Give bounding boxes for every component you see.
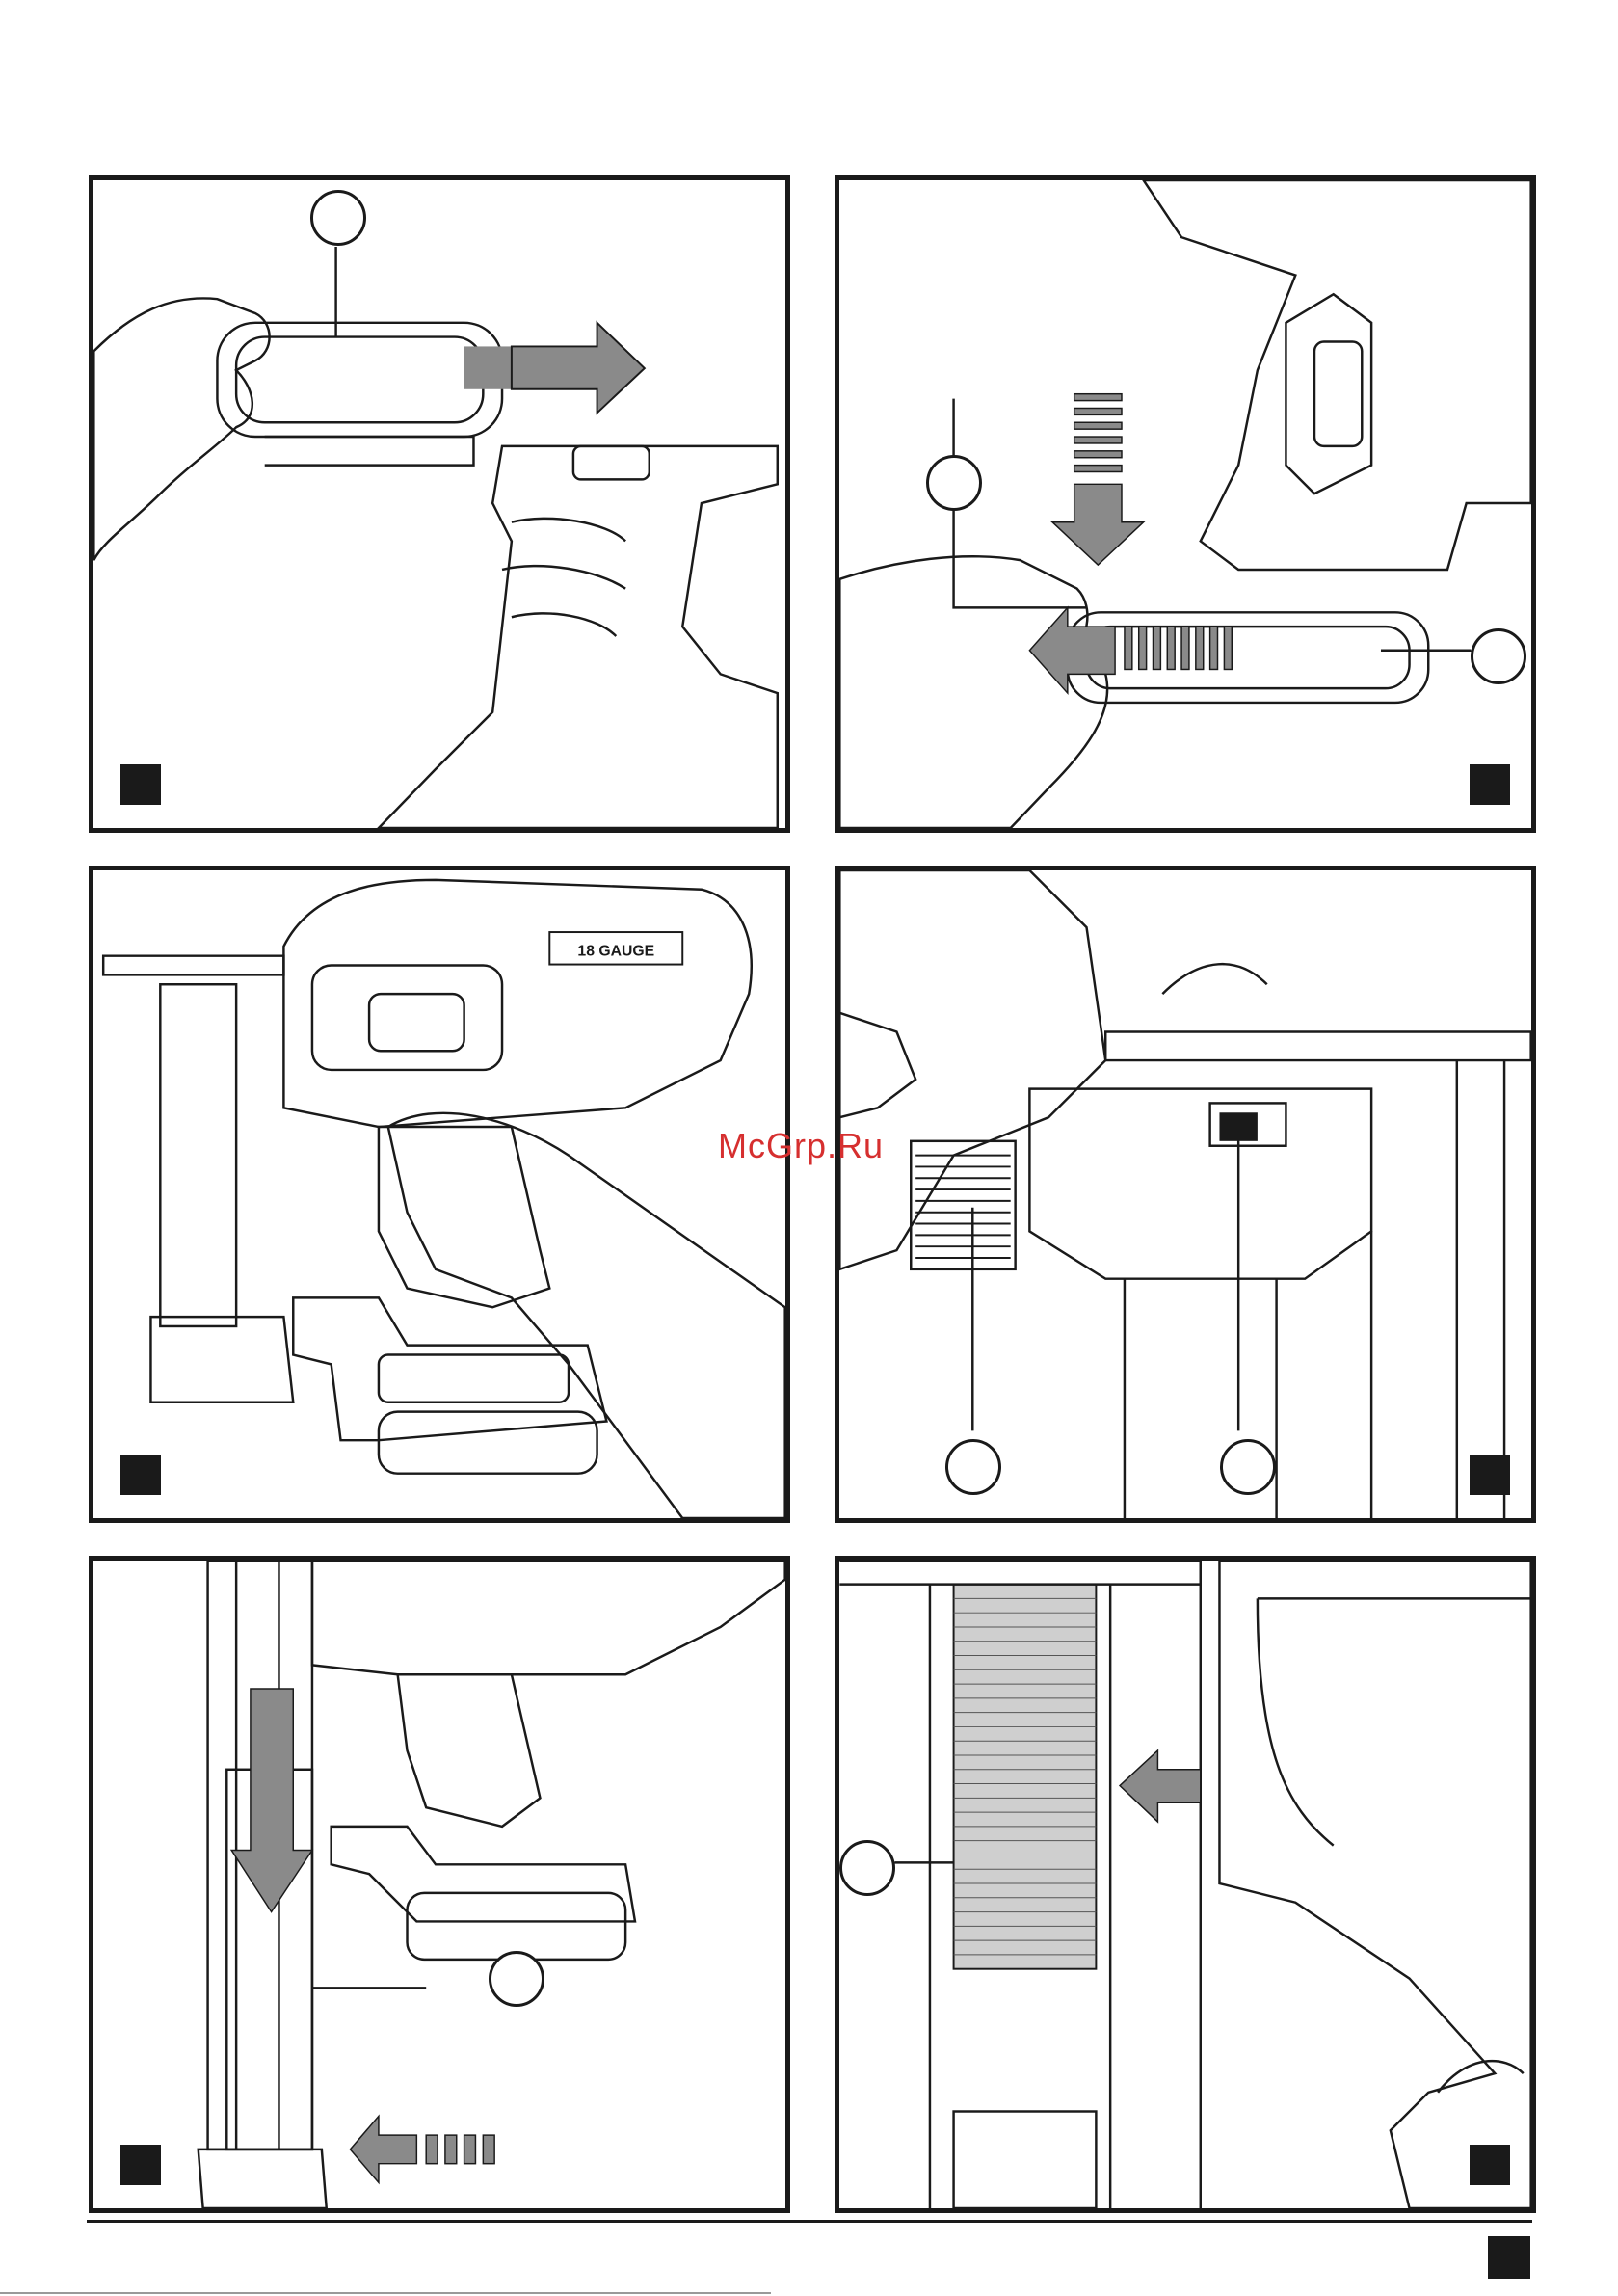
bottom-rule: [0, 2292, 771, 2294]
figure-number-box: [120, 764, 161, 805]
callout-circle: [1471, 628, 1526, 684]
arrow-left-icon: [1029, 607, 1232, 693]
figure-number-box: [120, 1455, 161, 1495]
arrow-left-icon: [1120, 1750, 1201, 1822]
callout-circle: [310, 190, 366, 246]
magazine-open-illustration: [93, 1561, 785, 2208]
nail-strip-icon: [954, 1585, 1097, 1969]
panel-5-open-magazine: [89, 1556, 790, 2213]
panel-4-depth-adjust: [835, 866, 1536, 1523]
depth-adjust-illustration: [839, 870, 1531, 1518]
battery-removal-illustration: [93, 180, 785, 828]
panel-6-load-nails: [835, 1556, 1536, 2213]
nailer-body-icon: [1144, 180, 1531, 570]
figure-number-box: [120, 2145, 161, 2185]
panel-1-remove-battery: [89, 175, 790, 833]
footer-rule: [87, 2220, 1532, 2223]
callout-circle: [839, 1840, 895, 1896]
panel-3-nailer-side-view: 18 GAUGE: [89, 866, 790, 1523]
depth-wheel-icon: [911, 1141, 1015, 1269]
nail-loading-illustration: [839, 1561, 1531, 2208]
arrow-down-icon: [1052, 394, 1144, 565]
figure-number-box: [1470, 764, 1510, 805]
panel-2-insert-battery: [835, 175, 1536, 833]
arrow-left-icon: [350, 2116, 494, 2182]
figure-number-box: [1470, 2145, 1510, 2185]
hand-icon: [93, 298, 269, 560]
callout-circle: [926, 455, 982, 511]
watermark-text: McGrp.Ru: [718, 1126, 884, 1166]
callout-circle: [489, 1951, 544, 2007]
arrow-right-icon: [464, 323, 645, 414]
depth-wheel-grooves: [915, 1156, 1011, 1258]
nailer-side-view-icon: 18 GAUGE: [93, 870, 785, 1518]
callout-circle: [1220, 1439, 1276, 1495]
page-number-box: [1488, 2236, 1530, 2279]
figure-number-box: [1470, 1455, 1510, 1495]
arrow-down-icon: [231, 1689, 312, 1912]
gauge-label: 18 GAUGE: [577, 944, 654, 960]
battery-pack-icon: [217, 323, 502, 437]
nailer-grip-icon: [379, 446, 778, 828]
callout-circle: [945, 1439, 1001, 1495]
